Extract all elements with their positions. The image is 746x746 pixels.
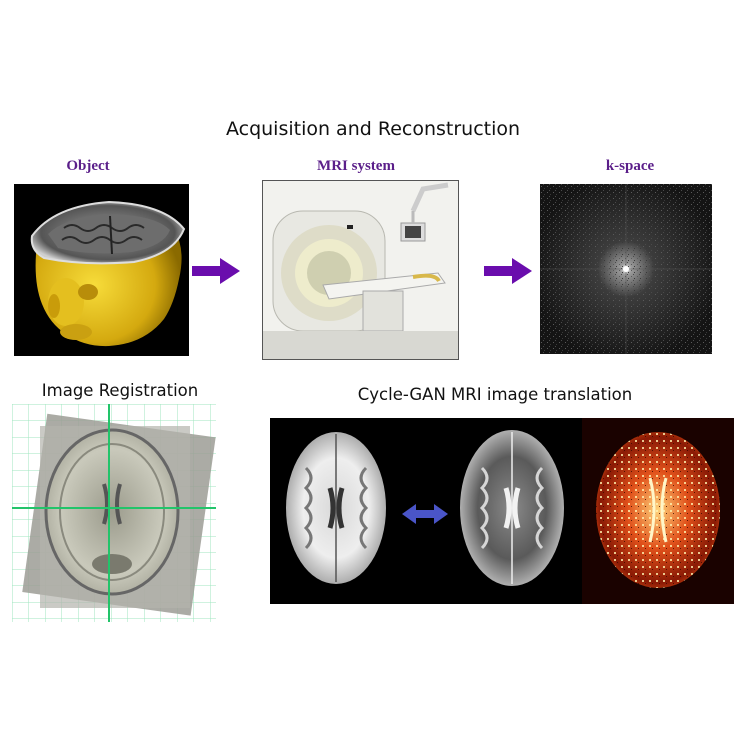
page-title: Acquisition and Reconstruction: [225, 118, 521, 140]
mri-scanner-image: [262, 180, 459, 360]
head-render-image: [14, 184, 189, 356]
double-arrow-icon: [402, 504, 448, 524]
registration-title: Image Registration: [41, 381, 199, 400]
object-label: Object: [66, 158, 110, 174]
t1-brain-image: [286, 432, 386, 584]
kspace-image: [540, 184, 712, 354]
mri-system-label: MRI system: [317, 158, 395, 174]
arrow-right-icon: [192, 258, 240, 284]
cyclegan-image: [270, 418, 734, 604]
heatmap-brain-image: [582, 418, 734, 604]
kspace-label: k-space: [605, 158, 655, 174]
arrow-right-icon: [484, 258, 532, 284]
registration-image: [12, 404, 216, 622]
cyclegan-title: Cycle-GAN MRI image translation: [357, 385, 633, 404]
t2-brain-image: [460, 430, 564, 586]
